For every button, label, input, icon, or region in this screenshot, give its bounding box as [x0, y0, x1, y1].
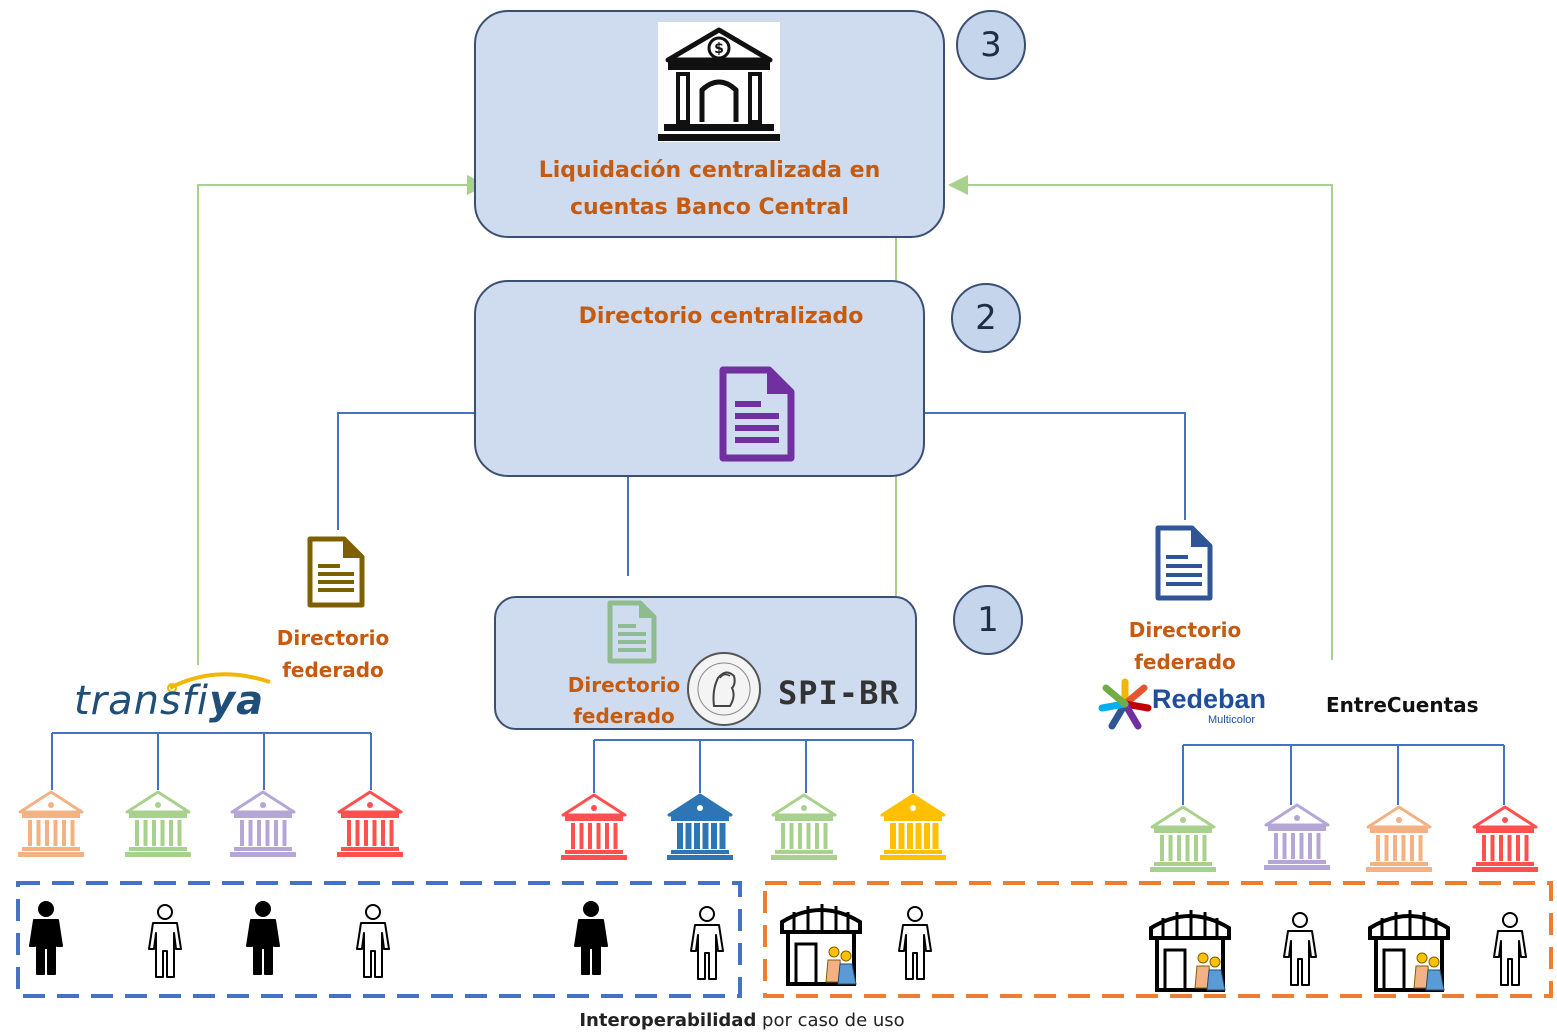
central-bank-icon: $	[658, 22, 780, 142]
bank-building-icon	[1264, 803, 1330, 875]
transfiya-directory-label-2: federado	[282, 658, 384, 682]
footer-label-bold: Interoperabilidad	[579, 1010, 757, 1031]
entrecuentas-label: EntreCuentas	[1326, 693, 1479, 717]
redeban-logo-text: Redeban	[1152, 684, 1267, 714]
spi-br-box: Directorio federado SPI-BR	[494, 596, 917, 730]
redeban-directory-label-1: Directorio	[1128, 618, 1242, 642]
spi-br-directory-label-2: federado	[573, 704, 675, 728]
bank-tree-right	[1182, 744, 1505, 805]
transfiya-directory-document-icon	[307, 536, 365, 608]
bank-building-icon	[337, 790, 403, 862]
redeban-star-icon	[1098, 678, 1152, 730]
bank-building-icon	[561, 793, 627, 865]
redeban-directory-document-icon	[1155, 525, 1213, 601]
transfiya-swoosh-icon	[167, 672, 271, 693]
bank-building-icon	[667, 793, 733, 865]
step-1-badge: 1	[953, 585, 1023, 655]
person-icon	[687, 905, 727, 985]
green-line-left	[197, 175, 487, 665]
bank-building-icon	[230, 790, 296, 862]
bank-building-icon	[1472, 805, 1538, 877]
person-icon	[145, 903, 185, 983]
person-icon	[243, 900, 283, 980]
bank-building-icon	[125, 790, 191, 862]
bank-tree-left	[51, 732, 372, 790]
spi-br-directory-label-1: Directorio	[567, 673, 681, 697]
central-directory-box: Directorio centralizado	[474, 280, 925, 477]
storefront-icon	[776, 898, 866, 992]
footer-label: Interoperabilidad por caso de uso	[0, 1010, 1484, 1031]
blue-line-right	[815, 403, 1186, 520]
bank-building-icon	[880, 793, 946, 865]
step-3-badge: 3	[956, 10, 1026, 80]
person-icon	[353, 903, 393, 983]
person-icon	[1490, 911, 1530, 991]
redeban-directory-label-2: federado	[1134, 650, 1236, 674]
storefront-icon	[1145, 904, 1235, 998]
spi-br-directory-document-icon	[607, 600, 657, 664]
central-settlement-box: $ Liquidación centralizada en cuentas Ba…	[474, 10, 945, 238]
redeban-logo: Redeban Multicolor	[1096, 676, 1286, 732]
bank-tree-center	[593, 739, 914, 793]
transfiya-logo-plain: transfi	[74, 678, 210, 724]
person-icon	[895, 905, 935, 985]
person-icon	[1280, 911, 1320, 991]
spi-br-name: SPI-BR	[778, 674, 900, 712]
transfiya-logo-text: transfiya	[74, 678, 264, 724]
transfiya-directory-label-1: Directorio	[276, 626, 390, 650]
central-directory-label: Directorio centralizado	[578, 304, 864, 329]
bank-building-icon	[1366, 805, 1432, 877]
transfiya-logo-bold: ya	[209, 678, 265, 724]
bank-building-icon	[18, 790, 84, 862]
step-2-badge: 2	[951, 283, 1021, 353]
person-icon	[571, 900, 611, 980]
use-case-group-persons	[16, 881, 742, 998]
bank-building-icon	[771, 793, 837, 865]
green-line-right	[948, 175, 1333, 660]
footer-label-rest: por caso de uso	[756, 1010, 905, 1031]
use-case-group-merchants	[763, 881, 1553, 998]
redeban-logo-subtext: Multicolor	[1208, 714, 1256, 726]
transfiya-logo: transfiya	[74, 672, 284, 732]
central-settlement-label-1: Liquidación centralizada en	[538, 158, 881, 183]
central-settlement-label-2: cuentas Banco Central	[570, 195, 849, 220]
svg-text:$: $	[714, 41, 724, 57]
person-icon	[26, 900, 66, 980]
central-directory-document-icon	[719, 366, 795, 462]
bank-building-icon	[1150, 805, 1216, 877]
banco-republica-seal-icon	[687, 652, 761, 726]
storefront-icon	[1364, 904, 1454, 998]
